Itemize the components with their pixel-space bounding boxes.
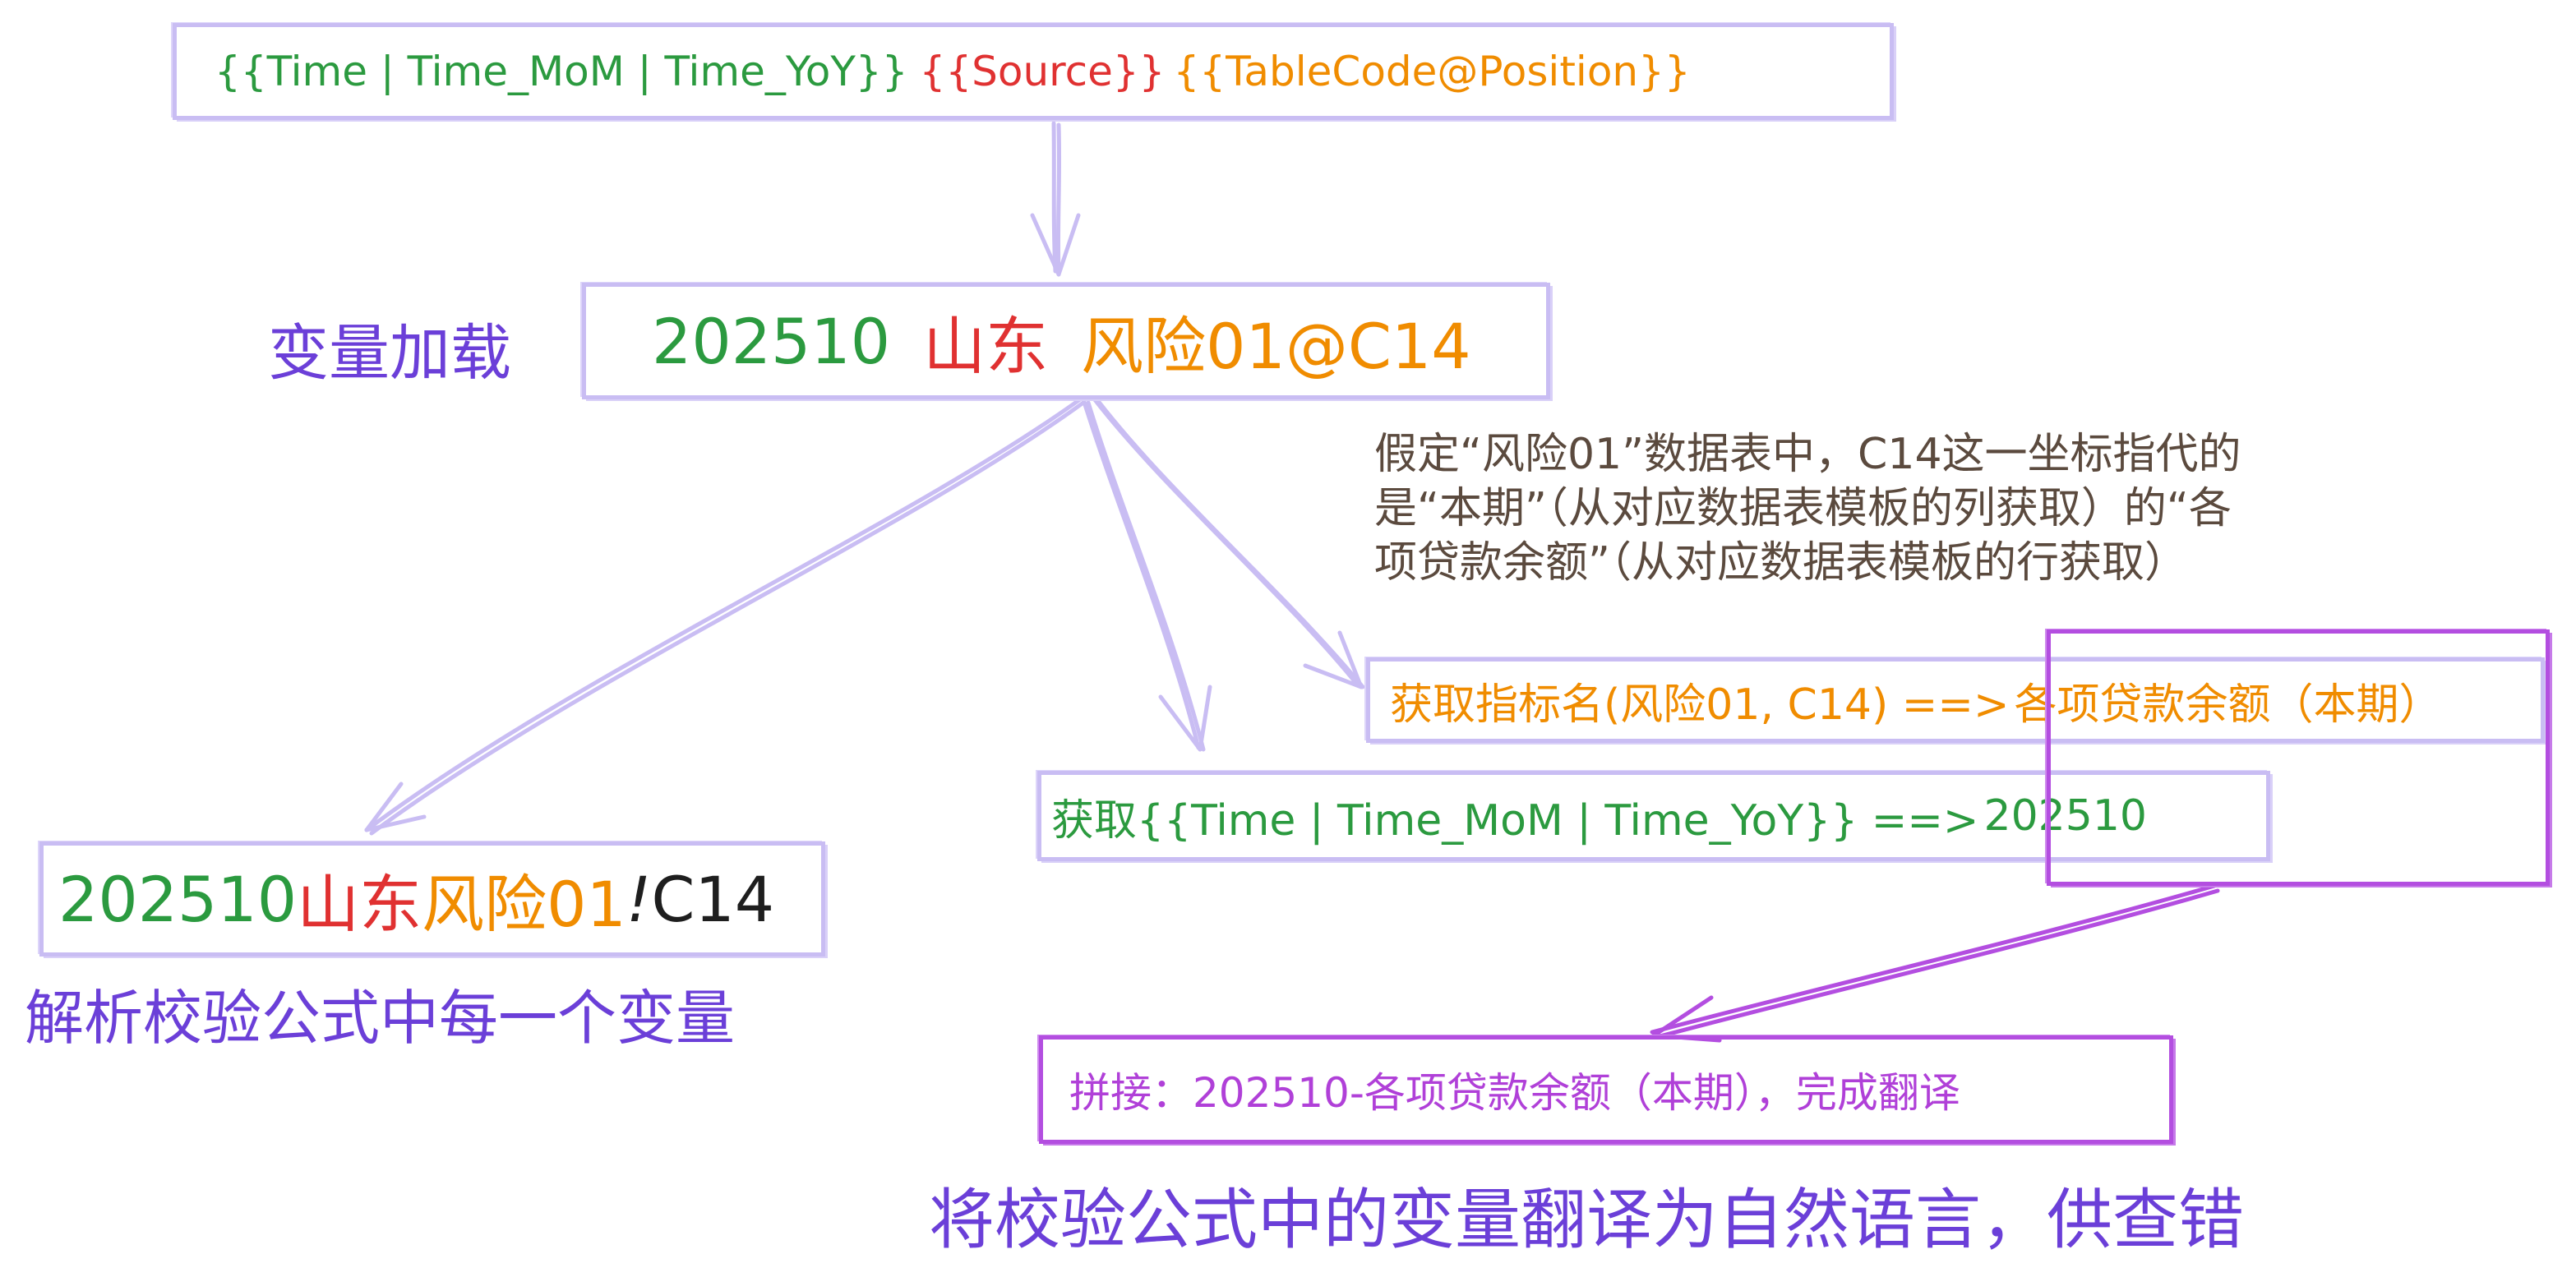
concatenation-box: 拼接：202510-各项贷款余额（本期），完成翻译 [1039,1035,2173,1144]
arrow-loaded-to-parsed [364,397,1086,836]
assumption-note-line: 项贷款余额”（从对应数据表模板的行获取） [1374,538,2187,588]
parsed-table: 风险01 [422,868,626,941]
parsed-separator: ! [626,862,652,936]
time-variable-step: 获取{{Time | Time_MoM | Time_YoY}} ==> [1051,795,1979,846]
loaded-variable-box: 202510 山东 风险01@C14 [582,283,1550,399]
indicator-name-box: 获取指标名(风险01, C14) ==> 各项贷款余额（本期） [1366,657,2545,743]
time-variable-box: 获取{{Time | Time_MoM | Time_YoY}} ==> 202… [1037,771,2270,861]
arrow-result-to-concat [1650,883,2220,1043]
time-variable-result: 202510 [1983,791,2148,841]
parsed-time: 202510 [58,862,298,936]
result-highlight-box [2047,629,2550,886]
assumption-note-line: 假定“风险01”数据表中，C14这一坐标指代的 [1374,430,2241,479]
arrow-loaded-to-indicator-box [1091,395,1365,689]
table-position-variable-template: {{TableCode@Position}} [1173,48,1691,95]
loaded-source: 山东 [923,310,1049,383]
time-variable-template: {{Time | Time_MoM | Time_YoY}} [215,48,908,95]
loaded-table-position: 风险01@C14 [1081,310,1471,383]
parse-variables-label: 解析校验公式中每一个变量 [25,984,736,1053]
parsed-position: C14 [651,862,775,936]
parsed-formula-box: 202510 山东 风险01 ! C14 [39,841,825,957]
indicator-name-step: 获取指标名(风险01, C14) ==> [1390,680,2010,730]
arrow-template-to-loaded [1030,121,1081,277]
concatenation-text: 拼接：202510-各项贷款余额（本期），完成翻译 [1069,1069,1960,1117]
assumption-note: 假定“风险01”数据表中，C14这一坐标指代的 是“本期”（从对应数据表模板的列… [1374,427,2241,590]
indicator-name-result: 各项贷款余额（本期） [2014,680,2442,730]
parsed-source: 山东 [297,868,422,941]
source-variable-template: {{Source}} [919,48,1166,95]
assumption-note-line: 是“本期”（从对应数据表模板的列获取）的“各 [1374,484,2232,533]
translate-variables-label: 将校验公式中的变量翻译为自然语言，供查错 [929,1182,2244,1258]
arrow-loaded-to-time-box [1081,397,1212,752]
template-variable-box: {{Time | Time_MoM | Time_YoY}} {{Source}… [173,23,1894,120]
loaded-time: 202510 [652,304,891,378]
variable-load-label: 变量加载 [268,318,511,389]
